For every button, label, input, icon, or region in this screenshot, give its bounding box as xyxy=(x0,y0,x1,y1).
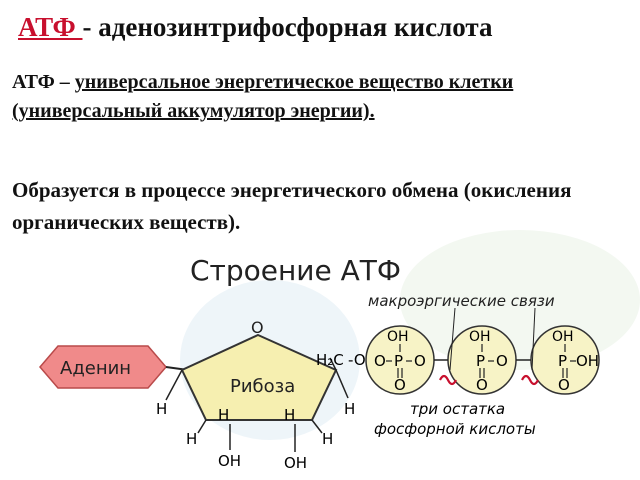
pointer-line xyxy=(531,307,536,371)
title-expansion: - аденозинтрифосфорная кислота xyxy=(82,12,493,42)
oh-group: OH xyxy=(387,329,409,345)
phosphorus-atom: P xyxy=(558,352,567,370)
h-atom: H xyxy=(186,430,197,448)
bond-line xyxy=(165,369,183,401)
oh-group: OH xyxy=(576,352,599,370)
oxygen-atom: O xyxy=(496,352,508,370)
oh-group: OH xyxy=(469,329,491,345)
bond-line xyxy=(335,369,349,399)
macroergic-bond-tilde xyxy=(521,374,539,386)
bond-line xyxy=(197,419,207,434)
phosphorus-atom: P xyxy=(476,352,485,370)
oxygen-atom: O xyxy=(476,376,488,394)
definition-paragraph: АТФ – универсальное энергетическое вещес… xyxy=(12,68,532,126)
bond-line xyxy=(329,357,337,371)
h-atom: H xyxy=(344,400,355,418)
title-abbreviation: АТФ xyxy=(18,12,83,42)
phosphorus-atom: P xyxy=(394,352,403,370)
pointer-line xyxy=(449,307,456,371)
phosphate-label-line2: фосфорной кислоты xyxy=(374,420,536,438)
definition-text: универсальное энергетическое вещество кл… xyxy=(12,71,514,122)
oh-group: OH xyxy=(218,452,241,470)
oxygen-atom: O xyxy=(394,376,406,394)
definition-lead: АТФ – xyxy=(12,71,75,93)
macroergic-bonds-label: макроэргические связи xyxy=(368,292,555,310)
oxygen-atom: O xyxy=(558,376,570,394)
ring-oxygen: O xyxy=(251,318,264,337)
ribose-label: Рибоза xyxy=(230,376,295,397)
oh-group: OH xyxy=(552,329,574,345)
page-title: АТФ - аденозинтрифосфорная кислота xyxy=(18,12,492,43)
h-atom: H xyxy=(218,406,229,424)
oh-group: OH xyxy=(284,454,307,472)
h2c-group: H₂C xyxy=(316,351,344,369)
macroergic-bond-tilde xyxy=(439,374,457,386)
bond-line xyxy=(311,419,323,434)
diagram-heading: Строение АТФ xyxy=(190,254,401,287)
oxygen-atom: O xyxy=(374,352,386,370)
formation-paragraph: Образуется в процессе энергетического об… xyxy=(12,178,572,234)
h-atom: H xyxy=(322,430,333,448)
oxygen-atom: O xyxy=(414,352,426,370)
ribose-shape xyxy=(180,333,338,421)
h-atom: H xyxy=(284,406,295,424)
h-atom: H xyxy=(156,400,167,418)
phosphate-label-line1: три остатка xyxy=(410,400,505,418)
adenine-label: Аденин xyxy=(60,358,131,379)
